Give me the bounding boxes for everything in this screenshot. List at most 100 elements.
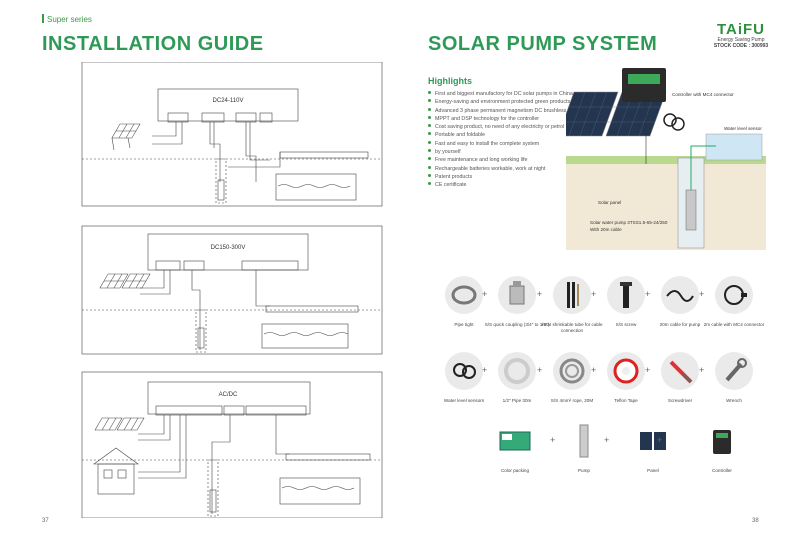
taifu-logo: TAiFU Energy Saving Pump STOCK CODE : 30…: [708, 22, 774, 49]
plus-icon: +: [591, 289, 597, 299]
highlight-text: Free maintenance and long working life: [435, 157, 528, 164]
accessory-label: Pump: [577, 468, 590, 473]
heat-tube-icon: [553, 276, 591, 314]
accessory-label: Water level sensors: [443, 398, 485, 403]
highlight-item: Cost saving product, no need of any elec…: [428, 123, 581, 131]
solar-panel-1: [111, 123, 141, 139]
highlight-item: by yourself: [428, 148, 581, 156]
accessory-label: S/S screw: [615, 322, 637, 327]
highlight-item: Advanced 3 phase permanent magnetism DC …: [428, 107, 581, 115]
system-illustration: [566, 68, 766, 250]
diagram-frame-3: [81, 371, 383, 518]
accessory-item: Heat shrinkable tube for cable connectio…: [535, 276, 609, 334]
diagram-label-2: DC150-300V: [211, 245, 246, 251]
highlight-item: Patent products: [428, 173, 581, 181]
accessory-item: Controller: [685, 422, 759, 474]
solar-panels-illustration: [566, 91, 667, 137]
bullet-icon: [428, 149, 431, 153]
controller-icon: [703, 422, 741, 460]
logo-stock-code: STOCK CODE : 300993: [713, 43, 769, 49]
accessory-item: 1/2" Pipe 30m: [480, 352, 554, 404]
accessory-label: 2m cable with MC4 connector: [703, 322, 765, 327]
highlight-text: Rechargeable batteries workable, work at…: [435, 165, 546, 172]
installation-guide-title: INSTALLATION GUIDE: [42, 33, 264, 55]
callout-pump-cable: With 20m cable: [590, 227, 622, 232]
rope-icon: [553, 352, 591, 390]
plus-icon: +: [645, 289, 651, 299]
wiring-diagrams: DC24-110V DC150-300V AC/DC: [81, 62, 383, 518]
accessory-item: Panel: [616, 422, 690, 474]
accessory-item: 2m cable with MC4 connector: [697, 276, 771, 328]
highlights-list: First and biggest manufactory for DC sol…: [428, 90, 581, 190]
accessory-item: Water level sensors: [427, 352, 501, 404]
plus-icon: +: [645, 365, 651, 375]
accessory-item: 20m cable for pump: [643, 276, 717, 328]
diagram-frame-1: [81, 62, 383, 207]
highlight-text: Fast and easy to install the complete sy…: [435, 140, 540, 147]
highlight-text: Cost saving product, no need of any elec…: [435, 124, 565, 131]
accessory-item: S/S 4mm² rope, 20M: [535, 352, 609, 404]
bullet-icon: [428, 115, 431, 119]
plus-icon: +: [482, 289, 488, 299]
bullet-icon: [428, 173, 431, 177]
accessory-label: Pipe tight: [454, 322, 474, 327]
bullet-icon: [428, 132, 431, 136]
accessory-item: S/S quick coupling (3/4" to 1/2"): [480, 276, 554, 328]
accessory-label: Color packing: [500, 468, 530, 473]
accessory-item: Pump: [547, 422, 621, 474]
highlight-text: Energy-saving and environment protected …: [435, 99, 571, 106]
diagram-frame-2: [81, 225, 383, 355]
series-text: Super series: [47, 15, 92, 24]
callout-controller: Controller with MC4 connector: [672, 92, 734, 97]
plus-icon: +: [550, 435, 556, 445]
sensor-icon: [445, 352, 483, 390]
accessory-label: S/S quick coupling (3/4" to 1/2"): [484, 322, 550, 327]
soil: [566, 164, 766, 250]
bullet-icon: [428, 165, 431, 169]
panel-icon: [634, 422, 672, 460]
water-tank: [705, 133, 763, 161]
pipe-clamp-icon: [445, 276, 483, 314]
box-icon: [496, 422, 534, 460]
diagram-label-1: DC24-110V: [213, 98, 244, 104]
highlight-item: First and biggest manufactory for DC sol…: [428, 90, 581, 98]
highlights-title: Highlights: [428, 76, 472, 86]
accessory-item: Wrench: [697, 352, 771, 404]
screw-icon: [607, 276, 645, 314]
solar-pump-system-title: SOLAR PUMP SYSTEM: [428, 33, 658, 55]
pipe-coil-icon: [498, 352, 536, 390]
bullet-icon: [428, 91, 431, 94]
highlight-item: CE certificate: [428, 181, 581, 189]
callout-water-sensor: Water level sensor: [724, 126, 762, 131]
highlight-text: CE certificate: [435, 182, 467, 189]
highlight-text: Advanced 3 phase permanent magnetism DC …: [435, 107, 582, 114]
highlight-item: Energy-saving and environment protected …: [428, 98, 581, 106]
bullet-icon: [428, 99, 431, 103]
accessory-label: 1/2" Pipe 30m: [502, 398, 532, 403]
highlight-item: MPPT and DSP technology for the controll…: [428, 115, 581, 123]
pump-icon: [565, 422, 603, 460]
highlight-text: MPPT and DSP technology for the controll…: [435, 115, 540, 122]
plus-icon: +: [657, 435, 663, 445]
grass: [566, 156, 766, 166]
accessory-label: 20m cable for pump: [659, 322, 701, 327]
highlight-text: Portable and foldable: [435, 132, 486, 139]
coupling-icon: [498, 276, 536, 314]
logo-brand: TAiFU: [716, 21, 766, 38]
plus-icon: +: [537, 365, 543, 375]
solar-panel-2: [99, 273, 151, 289]
highlight-item: Fast and easy to install the complete sy…: [428, 140, 581, 148]
accessory-item: Teflon Tape: [589, 352, 663, 404]
accessory-label: Wrench: [726, 398, 742, 403]
bullet-icon: [428, 124, 431, 128]
accessory-label: S/S 4mm² rope, 20M: [550, 398, 594, 403]
tape-icon: [607, 352, 645, 390]
plus-icon: +: [482, 365, 488, 375]
accessory-item: Screwdriver: [643, 352, 717, 404]
plus-icon: +: [699, 365, 705, 375]
wrench-icon: [715, 352, 753, 390]
highlight-item: Portable and foldable: [428, 131, 581, 139]
page-number-left: 37: [42, 518, 49, 524]
diagram-label-3: AC/DC: [219, 392, 238, 398]
accessory-label: Controller: [712, 468, 732, 473]
